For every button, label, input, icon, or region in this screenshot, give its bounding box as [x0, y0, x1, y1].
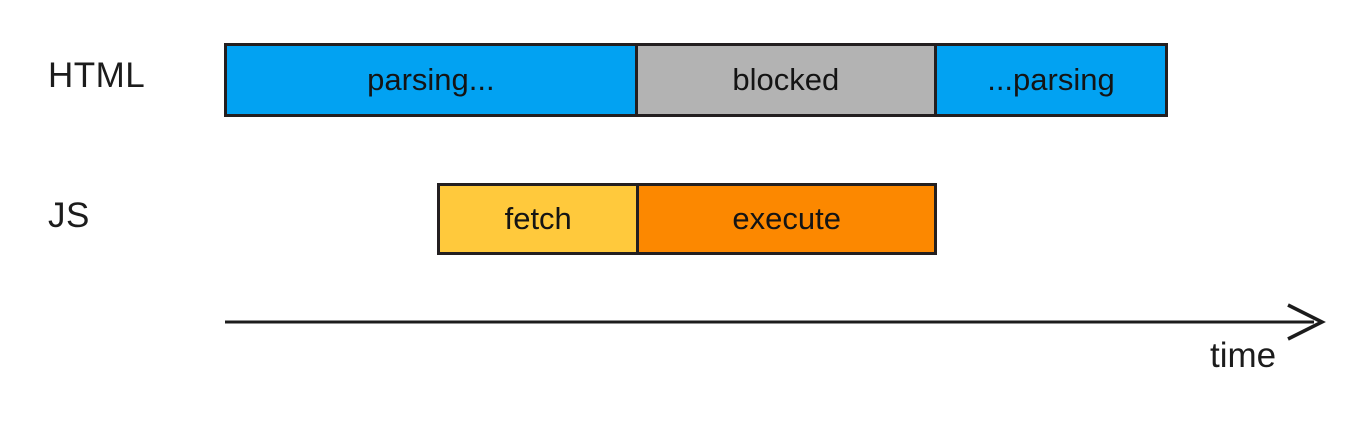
- js-fetch-segment: fetch: [440, 186, 637, 252]
- js-fetch-segment-label: fetch: [504, 201, 572, 236]
- js-execute-segment: execute: [636, 186, 934, 252]
- time-axis-arrow: [225, 303, 1326, 341]
- html-blocked-segment: blocked: [634, 46, 934, 114]
- html-parsing-segment-label: parsing...: [367, 62, 495, 97]
- js-execute-segment-label: execute: [732, 201, 841, 236]
- html-parsing-segment: parsing...: [227, 46, 635, 114]
- time-axis-label: time: [1210, 336, 1277, 375]
- html-blocked-segment-label: blocked: [732, 62, 840, 97]
- html-timeline-bar: parsing... blocked ...parsing: [224, 43, 1168, 117]
- html-row-label: HTML: [48, 56, 146, 95]
- html-resume-parsing-segment-label: ...parsing: [987, 62, 1115, 97]
- html-resume-parsing-segment: ...parsing: [933, 46, 1165, 114]
- js-timeline-bar: fetch execute: [437, 183, 937, 255]
- js-row-label: JS: [48, 196, 90, 235]
